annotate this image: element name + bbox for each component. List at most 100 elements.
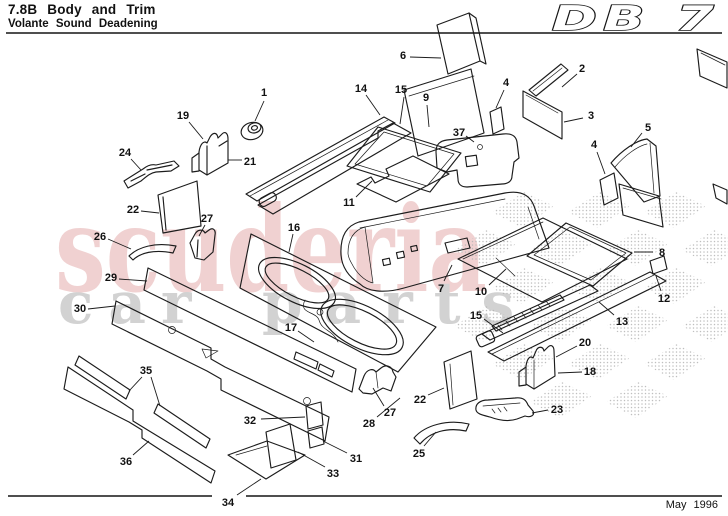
callout-leader-22	[427, 387, 445, 396]
callout-leader-6	[409, 56, 442, 59]
callout-leader-24	[130, 158, 142, 171]
callout-label-15: 15	[470, 310, 482, 322]
callout-leader-18	[557, 371, 583, 374]
part-edge-panels	[696, 48, 728, 205]
part-22-lower	[443, 350, 478, 410]
callout-leader-30	[87, 305, 116, 310]
callout-label-22: 22	[414, 394, 426, 406]
callout-label-13: 13	[616, 316, 628, 328]
part-32-31	[305, 401, 325, 449]
callout-label-27: 27	[201, 213, 213, 225]
callout-label-26: 26	[94, 231, 106, 243]
part-34	[227, 440, 306, 480]
callout-label-15: 15	[395, 84, 407, 96]
part-8	[526, 222, 633, 287]
part-16-17	[239, 233, 437, 373]
callout-leader-3	[563, 117, 584, 123]
callout-leader-29	[118, 278, 148, 282]
callout-label-9: 9	[423, 92, 429, 104]
callout-label-34: 34	[222, 497, 235, 509]
part-19-21	[191, 132, 229, 176]
callout-leader-20	[555, 345, 578, 358]
page-rules	[6, 32, 722, 497]
callout-leader-19	[188, 121, 204, 140]
callout-label-17: 17	[285, 322, 297, 334]
callout-label-4: 4	[503, 77, 510, 89]
part-14-15-left-sill	[245, 116, 412, 215]
part-1	[240, 121, 264, 141]
title-block: 7.8B Body and Trim Volante Sound Deadeni…	[8, 2, 158, 31]
callout-leader-5	[630, 132, 643, 148]
callout-leader-26	[107, 238, 132, 250]
callout-label-11: 11	[343, 197, 355, 209]
callout-leader-15	[399, 96, 405, 125]
part-36	[63, 366, 216, 484]
part-10	[457, 217, 628, 303]
callout-leader-23	[531, 409, 549, 414]
part-22-left	[157, 180, 202, 234]
callout-label-19: 19	[177, 110, 189, 122]
callout-label-33: 33	[327, 468, 339, 480]
callout-leader-2	[561, 73, 578, 88]
callout-label-37: 37	[453, 127, 465, 139]
callout-leader-13	[598, 301, 615, 316]
callout-leader-34	[236, 478, 262, 496]
callout-layer: 1192124222627293035363231333428272522232…	[74, 50, 670, 509]
parts-line-art	[63, 12, 728, 484]
callout-leader-35	[150, 376, 161, 407]
callout-leader-4	[495, 89, 505, 109]
callout-label-10: 10	[475, 286, 487, 298]
callout-leader-28	[376, 397, 401, 418]
callout-leader-16	[288, 233, 294, 253]
callout-label-23: 23	[551, 404, 563, 416]
callout-label-2: 2	[579, 63, 585, 75]
callout-label-29: 29	[105, 272, 117, 284]
callout-label-7: 7	[438, 283, 444, 295]
callout-label-3: 3	[588, 110, 594, 122]
callout-leader-35	[128, 376, 143, 392]
callout-leader-33	[297, 451, 326, 468]
callout-label-25: 25	[413, 448, 425, 460]
part-26	[128, 244, 177, 261]
callout-label-1: 1	[261, 87, 267, 99]
part-12	[649, 255, 668, 275]
callout-leader-36	[132, 440, 150, 456]
callout-label-6: 6	[400, 50, 406, 62]
callout-leader-11	[355, 180, 373, 198]
part-24	[123, 160, 180, 189]
callout-label-4: 4	[591, 139, 598, 151]
part-35	[74, 355, 211, 449]
part-6	[403, 12, 487, 157]
part-29	[143, 267, 357, 393]
part-27-upper	[189, 228, 216, 261]
callout-label-36: 36	[120, 456, 132, 468]
part-4-lower	[599, 172, 619, 206]
page-subtitle: Volante Sound Deadening	[8, 17, 158, 30]
callout-label-31: 31	[350, 453, 362, 465]
callout-leader-27	[198, 224, 206, 237]
callout-label-18: 18	[584, 366, 596, 378]
callout-label-24: 24	[119, 147, 132, 159]
callout-leader-32	[260, 416, 306, 420]
callout-leader-1	[254, 100, 265, 122]
part-9	[346, 126, 462, 193]
part-7-tunnel	[340, 191, 550, 292]
callout-leader-31	[322, 440, 348, 454]
callout-label-12: 12	[658, 293, 670, 305]
callout-leader-17	[297, 330, 315, 343]
callout-label-20: 20	[579, 337, 591, 349]
callout-leader-9	[426, 104, 430, 128]
callout-label-30: 30	[74, 303, 86, 315]
callout-leader-25	[423, 431, 437, 447]
issue-date: May 1996	[665, 499, 718, 511]
page-title: 7.8B Body and Trim	[8, 2, 156, 17]
callout-label-16: 16	[288, 222, 300, 234]
callout-leader-14	[365, 94, 381, 116]
callout-label-14: 14	[355, 83, 368, 95]
part-5	[610, 138, 664, 228]
callout-label-27: 27	[384, 407, 396, 419]
callout-label-5: 5	[645, 122, 651, 134]
callout-leader-7	[443, 264, 453, 282]
